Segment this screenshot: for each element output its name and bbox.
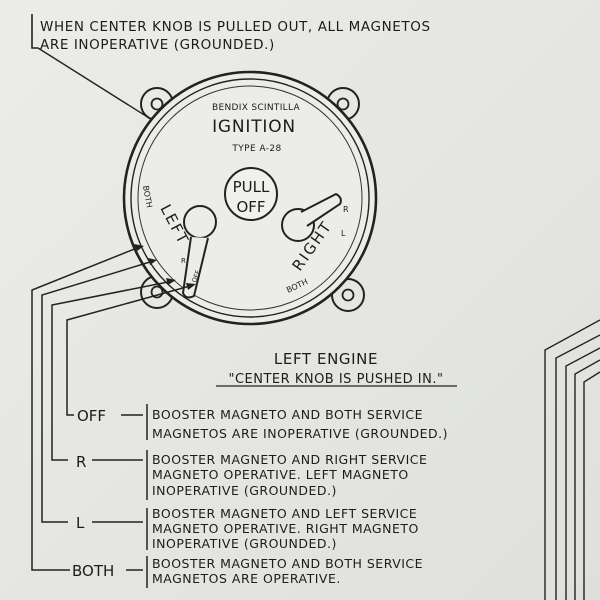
position-label: OFF: [77, 407, 106, 425]
leader-arrows: [134, 244, 196, 290]
svg-text:MAGNETOS ARE OPERATIVE.: MAGNETOS ARE OPERATIVE.: [152, 571, 341, 586]
knob-label-pull: PULL: [233, 178, 270, 196]
section-subtitle: "CENTER KNOB IS PUSHED IN.": [229, 372, 444, 387]
switch-type: TYPE A-28: [231, 144, 281, 154]
left-off-mark: OFF: [190, 269, 202, 284]
section-title: LEFT ENGINE: [274, 350, 378, 368]
left-both-label: BOTH: [141, 185, 154, 209]
adjacent-diagram-fragment: [544, 319, 600, 600]
svg-text:MAGNETO OPERATIVE. LEFT MAGNET: MAGNETO OPERATIVE. LEFT MAGNETO: [152, 467, 409, 482]
position-label: BOTH: [72, 562, 114, 580]
switch-maker: BENDIX SCINTILLA: [212, 103, 300, 113]
svg-text:INOPERATIVE (GROUNDED.): INOPERATIVE (GROUNDED.): [152, 483, 337, 498]
position-r: R BOOSTER MAGNETO AND RIGHT SERVICE MAGN…: [76, 450, 427, 500]
left-r-mark: R: [181, 257, 186, 265]
top-note-line1: WHEN CENTER KNOB IS PULLED OUT, ALL MAGN…: [40, 19, 431, 35]
left-lever-handle: [181, 236, 209, 299]
svg-text:MAGNETO OPERATIVE. RIGHT MAGNE: MAGNETO OPERATIVE. RIGHT MAGNETO: [152, 521, 419, 536]
position-label: L: [76, 514, 85, 532]
svg-text:BOOSTER MAGNETO AND LEFT SERVI: BOOSTER MAGNETO AND LEFT SERVICE: [152, 506, 417, 521]
ignition-switch: BENDIX SCINTILLA IGNITION TYPE A-28 PULL…: [122, 70, 378, 326]
svg-text:BOOSTER MAGNETO AND RIGHT SERV: BOOSTER MAGNETO AND RIGHT SERVICE: [152, 452, 427, 467]
knob-label-off: OFF: [236, 198, 265, 216]
svg-text:BOOSTER MAGNETO AND BOTH SERVI: BOOSTER MAGNETO AND BOTH SERVICE: [152, 556, 423, 571]
position-label: R: [76, 453, 86, 471]
svg-text:BOOSTER MAGNETO AND BOTH SERVI: BOOSTER MAGNETO AND BOTH SERVICE: [152, 407, 423, 422]
switch-name: IGNITION: [212, 117, 296, 137]
right-lever-handle: [300, 192, 342, 227]
right-lever-hub: [281, 208, 315, 242]
position-l: L BOOSTER MAGNETO AND LEFT SERVICE MAGNE…: [76, 506, 419, 551]
position-leaders: [31, 247, 191, 571]
pull-off-knob: [224, 167, 278, 221]
top-note-line2: ARE INOPERATIVE (GROUNDED.): [40, 37, 275, 53]
position-both: BOTH BOOSTER MAGNETO AND BOTH SERVICE MA…: [72, 556, 423, 588]
right-l-mark: L: [341, 229, 346, 238]
svg-text:MAGNETOS ARE INOPERATIVE (GROU: MAGNETOS ARE INOPERATIVE (GROUNDED.): [152, 426, 448, 441]
svg-text:INOPERATIVE (GROUNDED.): INOPERATIVE (GROUNDED.): [152, 536, 337, 551]
position-off: OFF BOOSTER MAGNETO AND BOTH SERVICE MAG…: [77, 404, 448, 441]
right-r-mark: R: [343, 205, 349, 214]
